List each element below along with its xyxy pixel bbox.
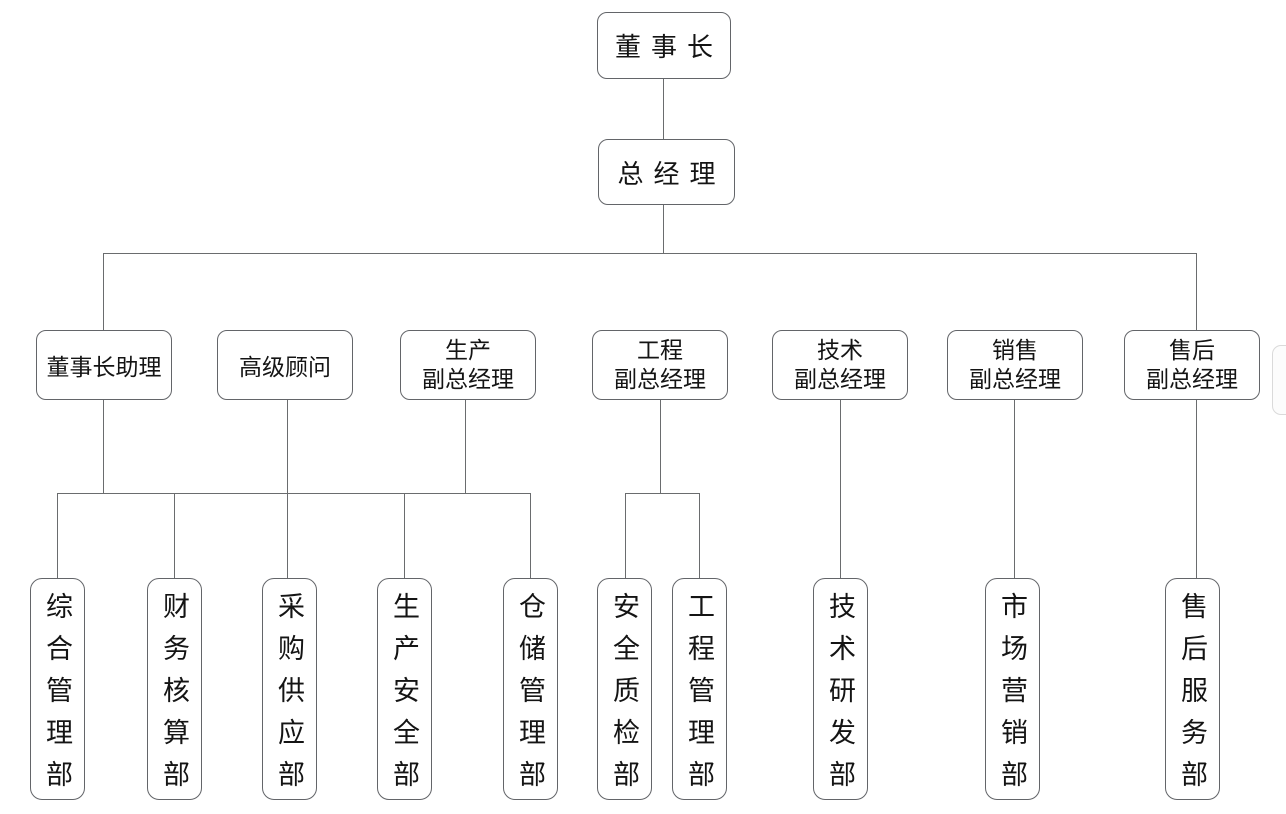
node-dept-purchasing-supply: 采购供应部 (262, 578, 317, 802)
connector-assistant-down (103, 400, 104, 493)
connector-line (625, 493, 626, 578)
connector-aftersales-down (1196, 400, 1197, 578)
node-label-line: 生产 (445, 337, 491, 363)
connector-line (57, 493, 58, 578)
node-label-line: 副总经理 (1146, 366, 1238, 392)
node-dept-production-safety: 生产安全部 (377, 578, 432, 802)
connector-advisor-down (287, 400, 288, 578)
node-senior-advisor: 高级顾问 (217, 330, 353, 400)
node-label-line: 副总经理 (794, 366, 886, 392)
node-dept-safety-quality-inspection: 安全质检部 (597, 578, 652, 802)
node-label-line: 技术 (817, 337, 863, 363)
node-general-manager: 总经理 (598, 139, 735, 205)
clipped-node-fragment (1272, 345, 1286, 415)
connector-left-bus (57, 493, 531, 494)
node-label-line: 工程 (637, 337, 683, 363)
node-production-vp: 生产 副总经理 (400, 330, 536, 400)
node-label-line: 销售 (992, 337, 1038, 363)
node-dept-aftersales-service: 售后服务部 (1165, 578, 1220, 802)
node-dept-warehouse-management: 仓储管理部 (503, 578, 558, 802)
node-dept-financial-accounting: 财务核算部 (147, 578, 202, 802)
node-dept-marketing: 市场营销部 (985, 578, 1040, 802)
node-dept-general-management: 综合管理部 (30, 578, 85, 802)
connector-gm-bus (663, 205, 664, 253)
connector-chairman-gm (663, 79, 664, 139)
node-label-line: 副总经理 (969, 366, 1061, 392)
connector-line (530, 493, 531, 578)
node-technology-vp: 技术 副总经理 (772, 330, 908, 400)
connector-line (404, 493, 405, 578)
connector-engineering-down (660, 400, 661, 493)
connector-engineering-bus (625, 493, 700, 494)
node-dept-technology-rnd: 技术研发部 (813, 578, 868, 802)
node-label-line: 售后 (1169, 337, 1215, 363)
node-aftersales-vp: 售后 副总经理 (1124, 330, 1260, 400)
connector-line (699, 493, 700, 578)
connector-line (174, 493, 175, 578)
connector-technology-down (840, 400, 841, 578)
connector-production-down (465, 400, 466, 493)
connector-sales-down (1014, 400, 1015, 578)
node-label-line: 副总经理 (422, 366, 514, 392)
node-dept-engineering-management: 工程管理部 (672, 578, 727, 802)
connector-bus-aftersales (1196, 253, 1197, 330)
connector-bus-assistant (103, 253, 104, 330)
node-chairman-assistant: 董事长助理 (36, 330, 172, 400)
node-engineering-vp: 工程 副总经理 (592, 330, 728, 400)
node-chairman: 董事长 (597, 12, 731, 79)
node-label-line: 副总经理 (614, 366, 706, 392)
connector-top-bus (103, 253, 1197, 254)
node-sales-vp: 销售 副总经理 (947, 330, 1083, 400)
